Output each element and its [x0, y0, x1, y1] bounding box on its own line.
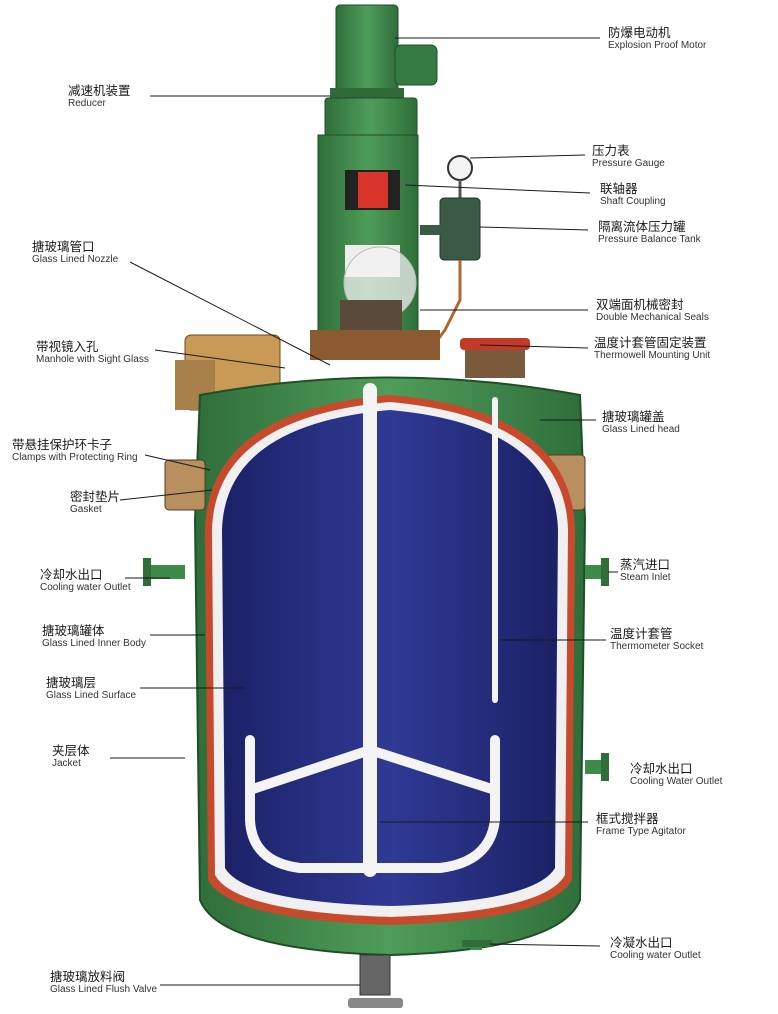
label-gasket: 密封垫片 Gasket — [70, 489, 121, 516]
label-zh: 联轴器 — [600, 181, 638, 196]
label-steam-inlet: 蒸汽进口 Steam Inlet — [620, 557, 671, 584]
label-zh: 夹层体 — [52, 743, 90, 758]
label-en: Thermowell Mounting Unit — [594, 350, 711, 362]
label-en: Cooling Water Outlet — [630, 776, 723, 788]
label-zh: 搪玻璃管口 — [32, 239, 95, 254]
label-zh: 温度计套管 — [610, 626, 673, 641]
label-en: Gasket — [70, 504, 102, 516]
flush-valve — [348, 954, 403, 1008]
label-zh: 密封垫片 — [70, 489, 121, 504]
label-en: Explosion Proof Motor — [608, 40, 707, 52]
label-thermowell-mounting-unit: 温度计套管固定装置 Thermowell Mounting Unit — [594, 335, 711, 362]
label-en: Cooling water Outlet — [40, 582, 131, 594]
label-glass-lined-inner-body: 搪玻璃罐体 Glass Lined Inner Body — [42, 623, 146, 650]
label-jacket: 夹层体 Jacket — [52, 743, 90, 770]
label-zh: 减速机装置 — [68, 83, 131, 98]
label-en: Reducer — [68, 98, 106, 110]
label-zh: 搪玻璃放料阀 — [50, 969, 126, 984]
label-cooling-water-outlet-right: 冷却水出口 Cooling Water Outlet — [630, 761, 723, 788]
label-en: Clamps with Protecting Ring — [12, 452, 138, 464]
label-en: Frame Type Agitator — [596, 826, 686, 838]
label-zh: 压力表 — [592, 143, 630, 158]
label-en: Glass Lined Nozzle — [32, 254, 119, 266]
label-reducer: 减速机装置 Reducer — [68, 83, 131, 110]
label-condensate-outlet: 冷凝水出口 Cooling water Outlet — [610, 935, 701, 962]
label-en: Cooling water Outlet — [610, 950, 701, 962]
label-glass-lined-surface: 搪玻璃层 Glass Lined Surface — [46, 675, 137, 702]
label-zh: 框式搅拌器 — [596, 811, 659, 826]
label-frame-type-agitator: 框式搅拌器 Frame Type Agitator — [596, 811, 686, 838]
label-zh: 蒸汽进口 — [620, 557, 671, 572]
label-zh: 冷却水出口 — [40, 567, 103, 582]
label-en: Jacket — [52, 758, 81, 770]
label-zh: 温度计套管固定装置 — [594, 335, 707, 350]
label-en: Pressure Balance Tank — [598, 234, 701, 246]
label-en: Glass Lined Flush Valve — [50, 984, 158, 996]
label-zh: 带悬挂保护环卡子 — [12, 437, 113, 452]
label-pressure-gauge: 压力表 Pressure Gauge — [592, 143, 665, 170]
label-zh: 双端面机械密封 — [596, 297, 684, 312]
label-en: Pressure Gauge — [592, 158, 665, 170]
label-zh: 隔离流体压力罐 — [598, 219, 686, 234]
label-en: Glass Lined Inner Body — [42, 638, 146, 650]
pressure-gauge-assembly — [420, 155, 481, 351]
label-en: Shaft Coupling — [600, 196, 666, 208]
inner-vessel — [222, 410, 558, 906]
label-zh: 防爆电动机 — [608, 25, 671, 40]
label-glass-lined-head: 搪玻璃罐盖 Glass Lined head — [602, 409, 680, 436]
motor-assembly — [317, 4, 438, 336]
label-explosion-proof-motor: 防爆电动机 Explosion Proof Motor — [608, 25, 707, 52]
label-en: Manhole with Sight Glass — [36, 354, 149, 366]
label-zh: 冷凝水出口 — [610, 935, 673, 950]
label-clamps-protecting-ring: 带悬挂保护环卡子 Clamps with Protecting Ring — [12, 437, 138, 464]
label-pressure-balance-tank: 隔离流体压力罐 Pressure Balance Tank — [598, 219, 701, 246]
label-glass-lined-flush-valve: 搪玻璃放料阀 Glass Lined Flush Valve — [50, 969, 158, 996]
label-cooling-water-outlet-left: 冷却水出口 Cooling water Outlet — [40, 567, 131, 594]
label-glass-lined-nozzle: 搪玻璃管口 Glass Lined Nozzle — [32, 239, 119, 266]
frame-agitator — [245, 383, 500, 877]
label-zh: 搪玻璃罐体 — [42, 623, 105, 638]
label-en: Steam Inlet — [620, 572, 671, 584]
leader-lines — [110, 37, 618, 986]
label-thermometer-socket: 温度计套管 Thermometer Socket — [610, 626, 704, 653]
label-zh: 搪玻璃罐盖 — [602, 409, 665, 424]
label-en: Thermometer Socket — [610, 641, 704, 653]
label-double-mechanical-seals: 双端面机械密封 Double Mechanical Seals — [596, 297, 709, 324]
label-zh: 搪玻璃层 — [46, 675, 97, 690]
label-shaft-coupling: 联轴器 Shaft Coupling — [600, 181, 666, 208]
label-zh: 带视镜入孔 — [36, 339, 99, 354]
label-zh: 冷却水出口 — [630, 761, 693, 776]
label-en: Glass Lined Surface — [46, 690, 137, 702]
label-en: Double Mechanical Seals — [596, 312, 709, 324]
label-manhole-sight-glass: 带视镜入孔 Manhole with Sight Glass — [36, 339, 149, 366]
label-en: Glass Lined head — [602, 424, 680, 436]
